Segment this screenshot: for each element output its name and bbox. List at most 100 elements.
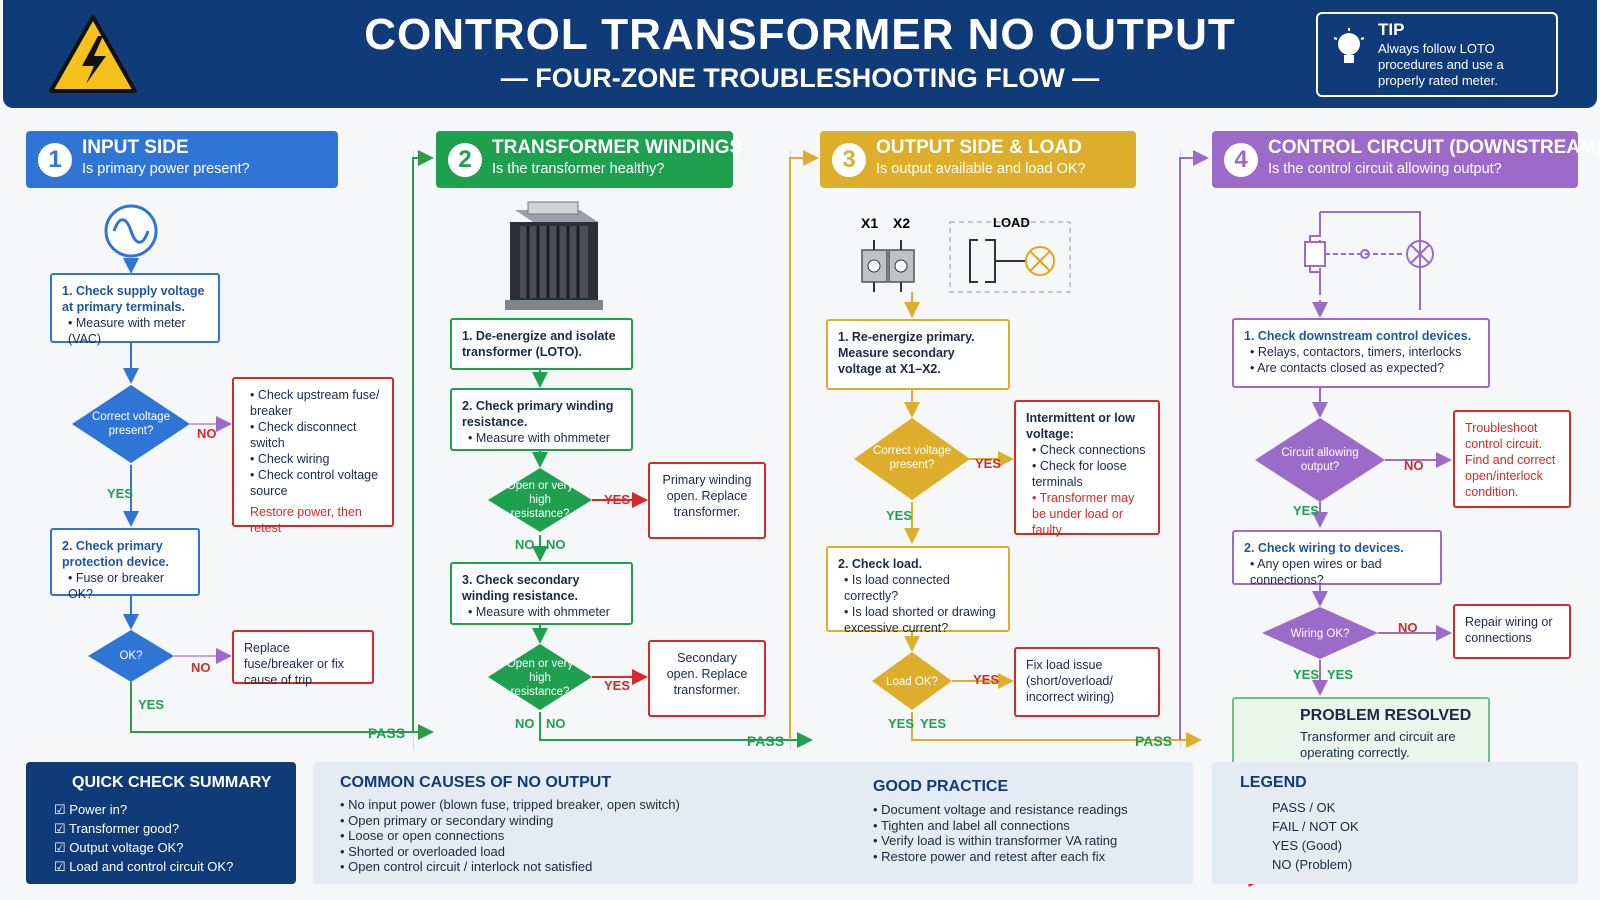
page-title: CONTROL TRANSFORMER NO OUTPUT	[364, 10, 1236, 59]
zone3-fail1-title: Intermittent or low voltage:	[1026, 411, 1136, 441]
zone2-step3-box: 3. Check secondary winding resistance. M…	[450, 562, 633, 625]
zone1-fail1-item: Check control voltage source	[250, 467, 382, 499]
zone4-d1-yes-label: YES	[1293, 503, 1320, 518]
legend-item: YES (Good)	[1272, 838, 1343, 853]
zone3-header: 3 OUTPUT SIDE & LOAD Is output available…	[820, 131, 1136, 188]
zone3-d2-yes2-label: YES	[920, 716, 947, 731]
zone2-fail1-box: Primary winding open. Replace transforme…	[648, 462, 766, 539]
zone2-number: 2	[448, 143, 482, 177]
zone3-d2-no-label: YES	[973, 672, 1000, 687]
summary-list: ☑ Power in? ☑ Transformer good? ☑ Output…	[54, 800, 233, 876]
zone4-d2-no-label: NO	[1398, 620, 1418, 635]
cause-item: • No input power (blown fuse, tripped br…	[340, 797, 680, 812]
zone1-pass-label: PASS	[368, 725, 406, 741]
zone1-fail2-text: Replace fuse/breaker or fix cause of tri…	[244, 641, 345, 687]
zone3-step1-text: 1. Re-energize primary. Measure secondar…	[838, 330, 975, 376]
terminal-x1-label: X1	[861, 215, 879, 231]
zone1-header: 1 INPUT SIDE Is primary power present?	[26, 131, 338, 188]
zone2-step2-title: 2. Check primary winding resistance.	[462, 399, 614, 429]
decision-diamond	[88, 630, 174, 682]
zone1-fail1-item: Check upstream fuse/ breaker	[250, 387, 382, 419]
header-banner	[3, 0, 1597, 108]
summary-title: QUICK CHECK SUMMARY	[72, 774, 272, 791]
cause-item: • Loose or open connections	[340, 828, 505, 843]
lightbulb-icon	[1333, 28, 1365, 63]
zone3-decision1-text: Correct voltage present?	[873, 445, 951, 471]
zone3-fail1-item: Transformer may be under load or faulty	[1032, 490, 1148, 538]
zone1-decision1-text: Correct voltage present?	[92, 411, 170, 437]
zone1-step2-title: 2. Check primary protection device.	[62, 539, 169, 569]
causes-title: COMMON CAUSES OF NO OUTPUT	[340, 774, 612, 791]
practice-title: GOOD PRACTICE	[873, 778, 1009, 795]
zone2-d1-no-label: NO	[515, 537, 535, 552]
zone1-step1-title: 1. Check supply voltage at primary termi…	[62, 284, 205, 314]
ac-sine-wave-icon	[104, 204, 158, 258]
load-coil-icon	[969, 239, 1025, 283]
high-voltage-warning-icon	[49, 15, 137, 93]
zone3-step2-title: 2. Check load.	[838, 557, 923, 571]
zone4-d2-yes-label: YES	[1293, 667, 1320, 682]
zone1-step1-box: 1. Check supply voltage at primary termi…	[50, 273, 220, 346]
zone1-d2-no-label: NO	[191, 660, 211, 675]
zone3-number: 3	[832, 143, 866, 177]
zone3-fail2-text: Fix load issue (short/overload/ incorrec…	[1026, 658, 1115, 704]
cause-item: • Open control circuit / interlock not s…	[340, 859, 593, 874]
quick-check-summary-panel: QUICK CHECK SUMMARY ☑ Power in? ☑ Transf…	[26, 762, 296, 884]
zone1-number: 1	[38, 143, 72, 177]
decision-diamond	[1262, 607, 1378, 659]
zone4-header: 4 CONTROL CIRCUIT (DOWNSTREAM) Is the co…	[1212, 131, 1600, 188]
zone1-fail1-item: Check disconnect switch	[250, 419, 382, 451]
zone2-fail2-box: Secondary open. Replace transformer.	[648, 640, 766, 717]
zone2-d2-yes-label: YES	[604, 678, 631, 693]
summary-item: ☑ Transformer good?	[54, 821, 180, 836]
practice-list: • Document voltage and resistance readin…	[873, 802, 1128, 864]
zone3-pass-label: PASS	[1135, 733, 1173, 749]
decision-diamond	[488, 468, 592, 532]
zone2-fail1-text: Primary winding open. Replace transforme…	[662, 473, 752, 519]
zone4-decision2-text: Wiring OK?	[1290, 628, 1350, 640]
tip-text: Always follow LOTO procedures and use a …	[1378, 41, 1504, 88]
zone1-fail2-box: Replace fuse/breaker or fix cause of tri…	[232, 630, 374, 687]
resolved-title: PROBLEM RESOLVED	[1300, 707, 1472, 724]
zone2-d1-yes-label: YES	[604, 492, 631, 507]
zone3-d1-yes-label: YES	[975, 456, 1002, 471]
legend-title: LEGEND	[1240, 774, 1307, 791]
load-box	[949, 221, 1071, 293]
zone4-d1-no-label: NO	[1404, 458, 1424, 473]
causes-list: • No input power (blown fuse, tripped br…	[340, 797, 680, 875]
zone2-pass-label: PASS	[747, 733, 785, 749]
resolved-text: Transformer and circuit are operating co…	[1300, 729, 1456, 760]
zone1-d2-yes-label: YES	[138, 697, 165, 712]
decision-diamond	[488, 644, 592, 710]
zone3-d2-yes-label: YES	[888, 716, 915, 731]
zone1-d1-no-label: NO	[197, 426, 217, 441]
zone3-d1-yes2-label: YES	[886, 508, 913, 523]
zone2-d2-no2-label: NO	[546, 716, 566, 731]
causes-and-practice-panel: COMMON CAUSES OF NO OUTPUT • No input po…	[313, 762, 1193, 884]
zone4-fail1-box: Troubleshoot control circuit. Find and c…	[1453, 410, 1571, 508]
zone1-fail1-box: Check upstream fuse/ breaker Check disco…	[232, 377, 394, 535]
zone3-step2-item: Is load connected correctly?	[844, 572, 998, 604]
legend-item: NO (Problem)	[1272, 857, 1353, 872]
zone2-step3-title: 3. Check secondary winding resistance.	[462, 573, 580, 603]
decision-diamond	[854, 418, 970, 500]
practice-item: • Verify load is within transformer VA r…	[873, 833, 1118, 848]
practice-item: • Restore power and retest after each fi…	[873, 848, 1106, 864]
decision-diamond	[72, 385, 190, 463]
zone4-fail2-box: Repair wiring or connections	[1453, 604, 1571, 659]
cause-item: • Shorted or overloaded load	[340, 843, 506, 859]
zone1-d1-yes-label: YES	[107, 486, 134, 501]
decision-diamond	[872, 652, 952, 710]
checkbox-icon: ☑	[54, 802, 70, 817]
zone4-d2-yes2-label: YES	[1327, 667, 1354, 682]
zone3-step2-box: 2. Check load. Is load connected correct…	[826, 546, 1010, 635]
legend-item: FAIL / NOT OK	[1272, 819, 1359, 834]
zone4-title: CONTROL CIRCUIT (DOWNSTREAM)	[1268, 137, 1600, 158]
zone1-step2-item: Fuse or breaker OK?	[68, 570, 188, 602]
zone4-question: Is the control circuit allowing output?	[1268, 161, 1502, 177]
zone1-fail1-item: Check wiring	[250, 451, 382, 467]
zone3-fail2-box: Fix load issue (short/overload/ incorrec…	[1014, 647, 1160, 717]
zone2-step1-text: 1. De-energize and isolate transformer (…	[462, 329, 616, 359]
summary-item: ☑ Power in?	[54, 802, 128, 817]
zone4-step2-title: 2. Check wiring to devices.	[1244, 541, 1404, 555]
